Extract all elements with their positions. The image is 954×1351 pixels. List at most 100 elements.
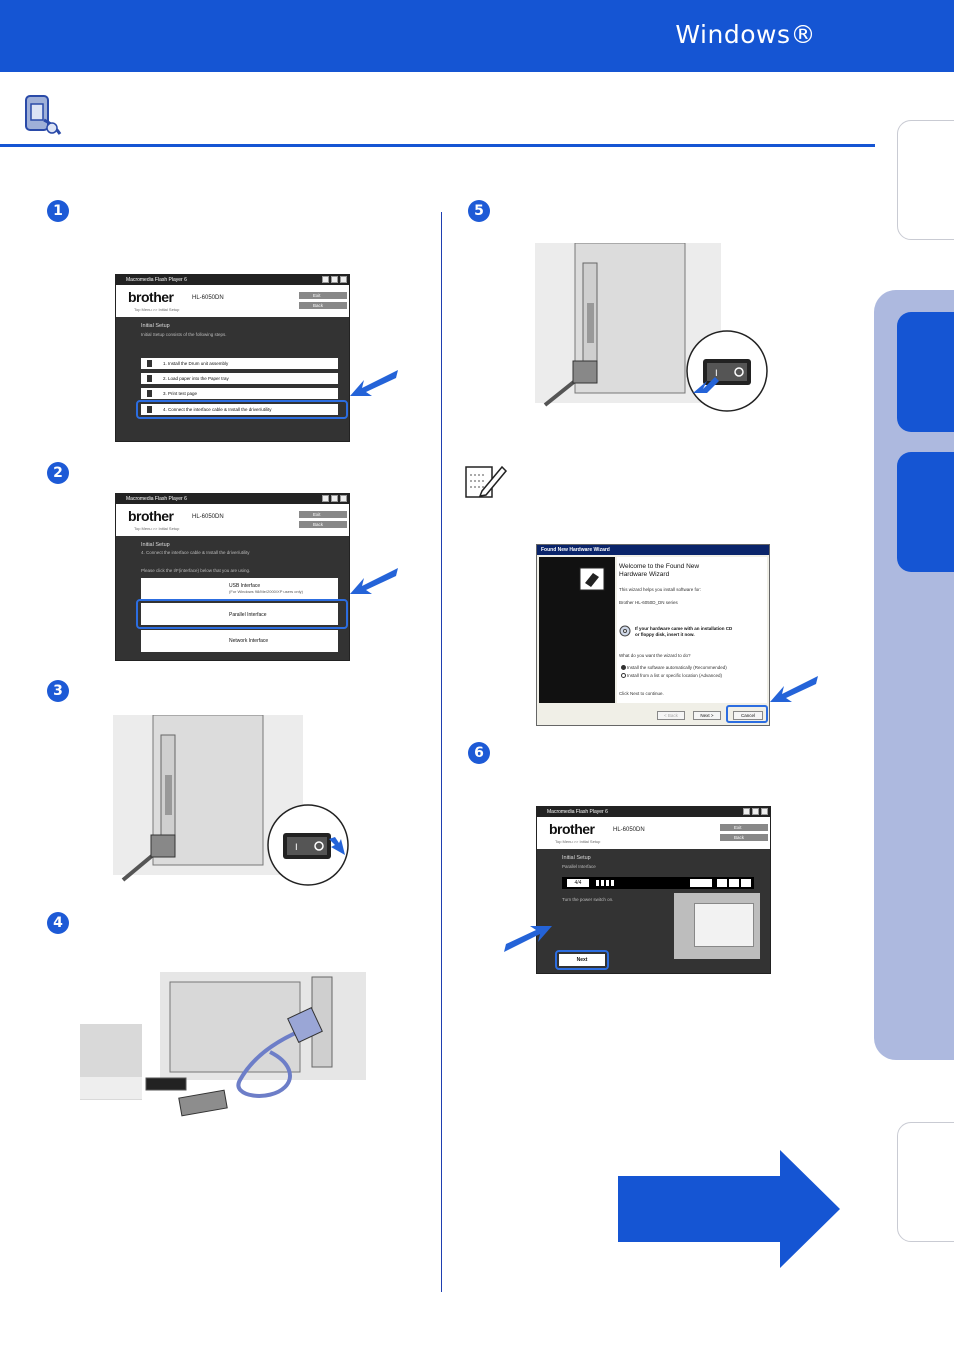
forward-button[interactable] xyxy=(741,879,751,887)
radio-automatic[interactable] xyxy=(621,665,626,670)
wizard-back-button[interactable]: < Back xyxy=(657,711,685,720)
side-tab-top[interactable] xyxy=(897,120,954,240)
wizard-option-advanced[interactable]: Install from a list or specific location… xyxy=(627,673,723,678)
parallel-label: Parallel Interface xyxy=(229,612,267,618)
wizard-cancel-button[interactable]: Cancel xyxy=(733,711,763,720)
setup-step-3[interactable]: 3. Print test page xyxy=(141,388,338,399)
window-controls[interactable] xyxy=(743,808,768,815)
wizard-heading: Welcome to the Found New Hardware Wizard xyxy=(619,563,699,579)
note-pencil-icon xyxy=(465,465,508,498)
back-button[interactable]: Back xyxy=(299,302,347,309)
section-title: Initial Setup xyxy=(562,855,591,861)
printer-power-off-illustration: I xyxy=(113,715,349,886)
wizard-heading-line1: Welcome to the Found New xyxy=(619,563,700,570)
pause-button[interactable] xyxy=(690,879,712,887)
printer-power-on-illustration: I xyxy=(535,243,768,412)
breadcrumb: Top Menu >> Initial Setup xyxy=(134,526,180,531)
breadcrumb: Top Menu >> Initial Setup xyxy=(134,307,180,312)
os-title: Windows® xyxy=(675,20,816,49)
exit-button[interactable]: Exit xyxy=(720,824,768,831)
wizard-cd-line1: If your hardware came with an installati… xyxy=(635,626,733,631)
found-new-hardware-wizard: Found New Hardware Wizard Welcome to the… xyxy=(536,544,770,726)
section-subtitle: Initial Setup consists of the following … xyxy=(141,332,227,337)
rewind-button[interactable] xyxy=(717,879,727,887)
brand-bar xyxy=(116,285,349,317)
wizard-heading-line2: Hardware Wizard xyxy=(619,571,670,578)
section-title: Initial Setup xyxy=(141,542,170,548)
side-tab-windows-usb[interactable] xyxy=(897,312,954,432)
minimize-icon[interactable] xyxy=(322,276,329,283)
usb-sublabel: (For Windows 98/Me/2000/XP users only) xyxy=(229,589,303,594)
breadcrumb: Top Menu >> Initial Setup xyxy=(555,839,601,844)
model-name: HL-6050DN xyxy=(613,827,645,833)
maximize-icon[interactable] xyxy=(331,276,338,283)
page-indicator: 4/4 xyxy=(567,879,589,887)
continue-arrow-icon xyxy=(618,1150,840,1268)
header-rule xyxy=(0,144,875,147)
window-title: Macromedia Flash Player 6 xyxy=(116,275,349,285)
network-label: Network Interface xyxy=(229,638,269,644)
setup-step-1[interactable]: 1. Install the Drum unit assembly xyxy=(141,358,338,369)
usb-label: USB Interface xyxy=(229,583,261,589)
screen-power-on: Macromedia Flash Player 6 brother HL-605… xyxy=(536,806,771,974)
network-interface-option[interactable]: Network Interface xyxy=(141,630,338,652)
svg-text:I: I xyxy=(715,369,718,379)
screen-initial-setup: Macromedia Flash Player 6 brother HL-605… xyxy=(115,274,350,442)
window-title: Macromedia Flash Player 6 xyxy=(537,807,770,817)
next-button[interactable]: Next xyxy=(559,954,605,966)
brother-logo: brother xyxy=(128,289,174,305)
progress-dots xyxy=(596,880,616,886)
radio-advanced[interactable] xyxy=(621,673,626,678)
usb-interface-option[interactable]: USB Interface (For Windows 98/Me/2000/XP… xyxy=(141,578,338,600)
close-icon[interactable] xyxy=(340,495,347,502)
step-number-3: 3 xyxy=(47,680,69,702)
selection-highlight xyxy=(136,400,348,419)
back-button[interactable]: Back xyxy=(299,521,347,528)
screen-interface-select: Macromedia Flash Player 6 brother HL-605… xyxy=(115,493,350,661)
step-number-6: 6 xyxy=(468,742,490,764)
window-controls[interactable] xyxy=(322,495,347,502)
wizard-continue: Click Next to continue. xyxy=(619,691,664,696)
power-instruction: Turn the power switch on. xyxy=(562,897,614,902)
maximize-icon[interactable] xyxy=(331,495,338,502)
side-tab-bottom[interactable] xyxy=(897,1122,954,1242)
pointer-arrow-icon xyxy=(350,370,398,396)
back-button[interactable]: Back xyxy=(720,834,768,841)
selection-highlight xyxy=(136,599,348,629)
interface-prompt: Please click the I/F(interface) below th… xyxy=(141,568,251,573)
wizard-cd-line2: or floppy disk, insert it now. xyxy=(635,632,695,637)
step-number-4: 4 xyxy=(47,912,69,934)
pointer-arrow-icon xyxy=(350,568,398,594)
wizard-intro: This wizard helps you install software f… xyxy=(619,587,702,592)
minimize-icon[interactable] xyxy=(322,495,329,502)
close-icon[interactable] xyxy=(340,276,347,283)
model-name: HL-6050DN xyxy=(192,295,224,301)
parallel-cable-illustration xyxy=(80,972,366,1117)
hardware-wizard-icon xyxy=(579,567,605,591)
cd-icon xyxy=(619,625,631,637)
minimize-icon[interactable] xyxy=(743,808,750,815)
parallel-interface-option[interactable]: Parallel Interface xyxy=(141,603,338,625)
maximize-icon[interactable] xyxy=(752,808,759,815)
setup-step-4[interactable]: 4. Connect the interface cable & Install… xyxy=(141,404,338,415)
step-number-1: 1 xyxy=(47,200,69,222)
step-number-5: 5 xyxy=(468,200,490,222)
cancel-highlight xyxy=(726,705,768,723)
wizard-next-button[interactable]: Next > xyxy=(693,711,721,720)
svg-text:I: I xyxy=(295,843,298,853)
window-controls[interactable] xyxy=(322,276,347,283)
side-tab-windows-parallel[interactable] xyxy=(897,452,954,572)
exit-button[interactable]: Exit xyxy=(299,511,347,518)
printer-photo xyxy=(674,893,760,959)
close-icon[interactable] xyxy=(761,808,768,815)
window-title: Macromedia Flash Player 6 xyxy=(116,494,349,504)
top-banner: Windows® xyxy=(0,0,954,72)
step-number-2: 2 xyxy=(47,462,69,484)
section-subtitle: 4. Connect the interface cable & Install… xyxy=(141,550,250,555)
prev-button[interactable] xyxy=(729,879,739,887)
model-name: HL-6050DN xyxy=(192,514,224,520)
exit-button[interactable]: Exit xyxy=(299,292,347,299)
wizard-option-automatic[interactable]: Install the software automatically (Reco… xyxy=(627,665,727,670)
progress-bar: 4/4 xyxy=(562,877,754,889)
setup-step-2[interactable]: 2. Load paper into the Paper tray xyxy=(141,373,338,384)
